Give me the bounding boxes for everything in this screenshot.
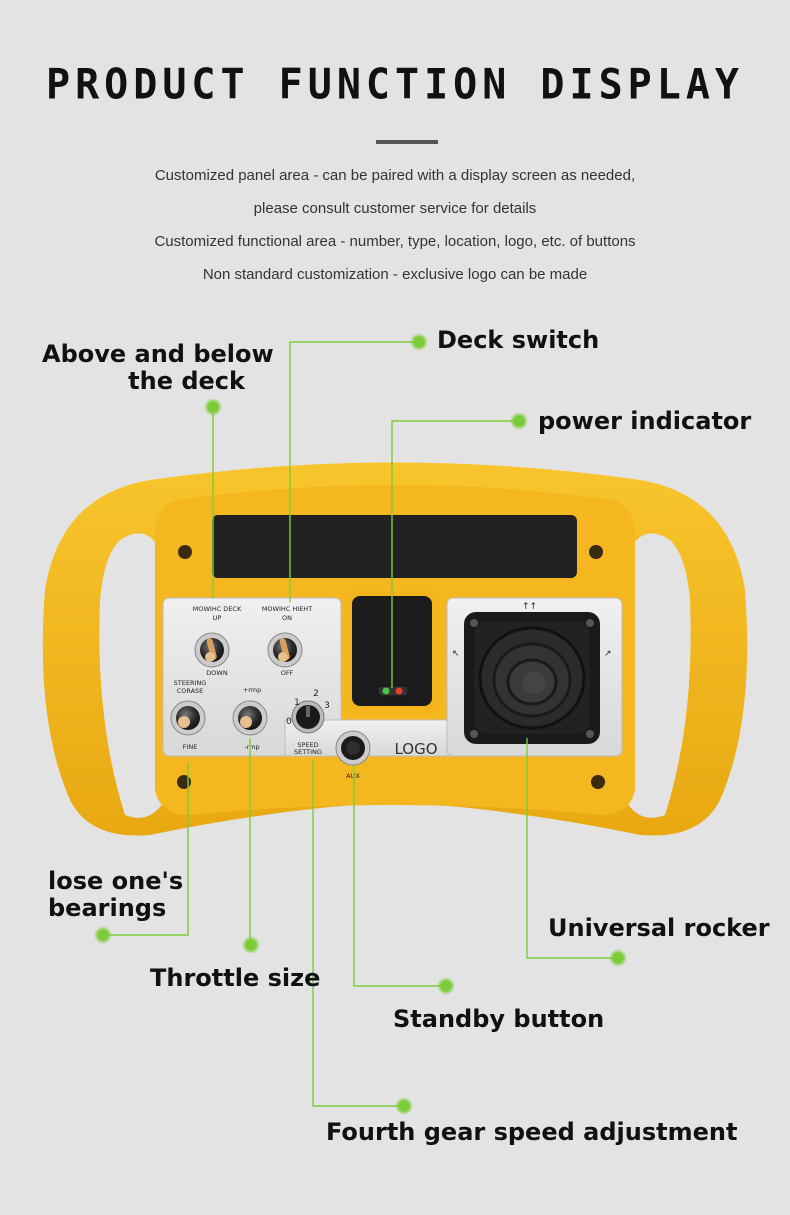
callout-above-below-line-1: Above and below bbox=[42, 340, 274, 368]
gear-0-label: 0 bbox=[286, 717, 292, 727]
rmp-plus-label: +rmp bbox=[243, 686, 261, 694]
callout-lose-bearings: lose one's bearings bbox=[48, 868, 183, 922]
callout-power-indicator: power indicator bbox=[538, 407, 752, 435]
deck-up-label: UP bbox=[213, 614, 222, 622]
callout-fourth-gear: Fourth gear speed adjustment bbox=[326, 1118, 738, 1146]
aux-label: AUX bbox=[346, 772, 360, 780]
svg-text:↖: ↖ bbox=[452, 649, 460, 659]
steering-label-2: CORASE bbox=[177, 687, 204, 695]
display-window bbox=[212, 515, 577, 578]
callout-lines bbox=[103, 341, 618, 1107]
description-line-1: Customized panel area - can be paired wi… bbox=[154, 167, 636, 184]
height-label: MOWIHC HIEHT bbox=[262, 605, 312, 613]
rmp-minus-label: -rmp bbox=[244, 743, 259, 751]
callout-deck-switch: Deck switch bbox=[437, 326, 600, 354]
svg-text:↗: ↗ bbox=[604, 649, 612, 659]
description-line-2: please consult customer service for deta… bbox=[253, 200, 537, 217]
gear-1-label: 1 bbox=[294, 698, 300, 708]
callout-dots bbox=[94, 333, 627, 1115]
description-line-4: Non standard customization - exclusive l… bbox=[202, 266, 588, 283]
callout-above-below-line-2: the deck bbox=[128, 367, 245, 395]
power-led-green bbox=[382, 687, 390, 695]
deck-label: MOWIHC DECK bbox=[193, 605, 242, 613]
steering-toggle-switch[interactable] bbox=[170, 700, 206, 736]
callout-throttle-size: Throttle size bbox=[150, 964, 321, 992]
description-line-3: Customized functional area - number, typ… bbox=[154, 233, 636, 250]
callout-universal-rocker: Universal rocker bbox=[548, 914, 770, 942]
speed-label-1: SPEED bbox=[297, 741, 318, 749]
power-led-red bbox=[395, 687, 403, 695]
steering-label-1: STEERING bbox=[174, 679, 207, 687]
height-on-label: ON bbox=[282, 614, 292, 622]
gear-3-label: 3 bbox=[324, 701, 330, 711]
standby-button[interactable] bbox=[335, 730, 371, 766]
deck-down-label: DOWN bbox=[206, 669, 228, 677]
speed-selector-knob[interactable] bbox=[291, 700, 325, 734]
fine-label: FINE bbox=[183, 743, 198, 751]
joystick[interactable]: ↑↑ ↖ ↗ bbox=[452, 602, 612, 744]
callout-lose-bearings-line-1: lose one's bbox=[48, 867, 184, 895]
throttle-toggle-switch[interactable] bbox=[232, 700, 268, 736]
height-off-label: OFF bbox=[281, 669, 294, 677]
deck-toggle-switch[interactable] bbox=[194, 632, 230, 668]
callout-above-below: Above and below the deck bbox=[42, 340, 274, 395]
page-title: PRODUCT FUNCTION DISPLAY bbox=[46, 60, 744, 110]
height-toggle-switch[interactable] bbox=[267, 632, 303, 668]
svg-text:↑↑: ↑↑ bbox=[522, 602, 537, 612]
gear-2-label: 2 bbox=[313, 689, 319, 699]
speed-label-2: SETTING bbox=[294, 748, 322, 756]
callout-lose-bearings-line-2: bearings bbox=[48, 894, 167, 922]
logo-placeholder: LOGO bbox=[394, 740, 437, 758]
callout-standby-button: Standby button bbox=[393, 1005, 605, 1033]
title-divider bbox=[376, 140, 438, 144]
